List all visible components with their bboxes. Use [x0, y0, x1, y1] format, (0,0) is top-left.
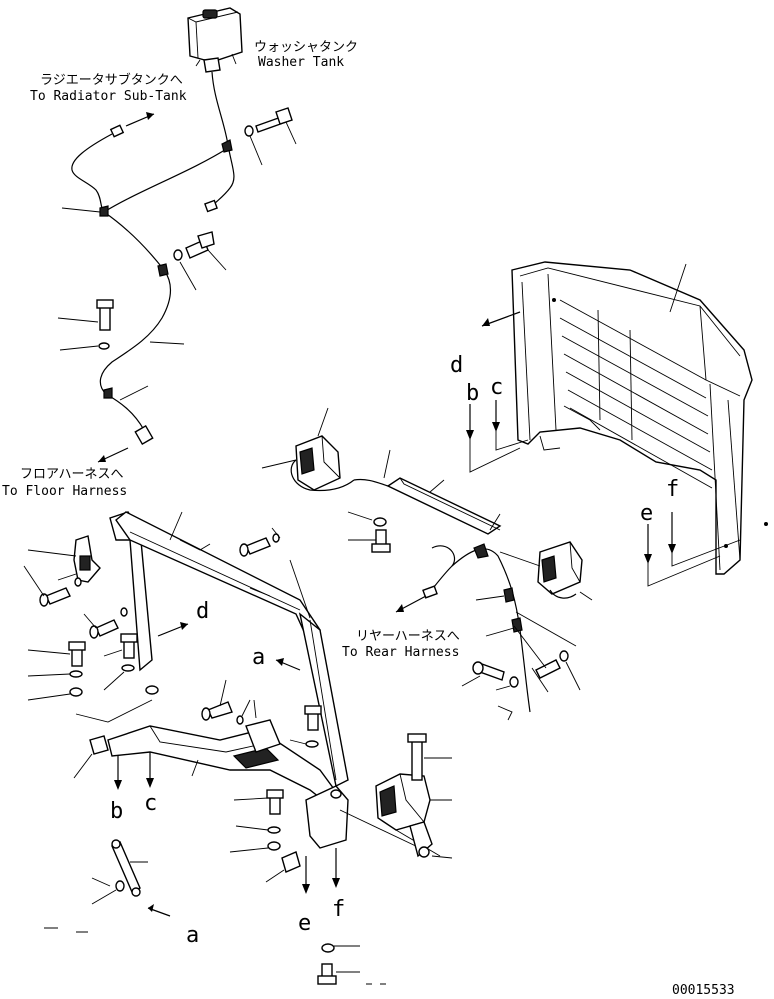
radiator-hose	[61, 124, 233, 446]
lamp-bar	[353, 449, 502, 535]
frame-arrow-f	[332, 848, 340, 888]
hose-bolt-3	[57, 299, 185, 351]
frame-bracket-left	[27, 535, 101, 583]
radiator-arrow	[125, 112, 155, 127]
radiator-label-en: To Radiator Sub-Tank	[30, 89, 187, 104]
frame-bolts-center	[201, 527, 322, 748]
drawing-code: 00015533	[672, 983, 735, 998]
work-lamp	[375, 733, 453, 859]
washer-bolt-1	[244, 107, 297, 166]
grille-arrow-e	[644, 524, 721, 587]
lamp-bolt	[347, 511, 391, 553]
frame-bolts-lower	[73, 735, 342, 883]
grille-arrow-b	[466, 404, 521, 473]
rear-lamp-left	[261, 407, 355, 492]
frame-arrow-e	[302, 856, 310, 894]
callout-e-grille: e	[640, 501, 653, 526]
floor-label-en: To Floor Harness	[2, 484, 127, 499]
bottom-rod	[44, 839, 171, 933]
floor-arrow	[97, 447, 129, 463]
grille-arrow-c	[492, 400, 529, 451]
radiator-label-jp: ラジエータサブタンクへ	[40, 72, 183, 88]
grille-arrow-f	[668, 512, 741, 567]
floor-label-jp: フロアハーネスへ	[20, 467, 123, 482]
callout-b-grille: b	[466, 381, 479, 406]
frame-arrow-b	[114, 756, 122, 790]
frame-arrow-a	[275, 658, 301, 671]
callout-c-frame: c	[144, 791, 157, 816]
callout-e-frame: e	[298, 911, 311, 936]
callout-f-frame: f	[332, 897, 345, 922]
frame-arrow-c	[146, 752, 154, 788]
main-frame	[107, 511, 441, 857]
rear-label-en: To Rear Harness	[342, 645, 459, 660]
callout-b-frame: b	[110, 799, 123, 824]
washer-tank	[187, 7, 243, 73]
callout-c-grille: c	[490, 375, 503, 400]
frame-bolts-left	[23, 565, 159, 723]
callout-f-grille: f	[666, 477, 679, 502]
callout-d-grille: d	[450, 353, 463, 378]
callout-a-rod: a	[186, 923, 199, 948]
washer-hose	[204, 71, 235, 213]
washer-tank-label-jp: ウォッシャタンク	[254, 40, 358, 55]
bottom-bolt	[317, 943, 386, 985]
frame-arrow-d	[157, 622, 189, 637]
washer-tank-label-en: Washer Tank	[258, 55, 344, 70]
grille-cover	[511, 261, 768, 575]
rear-harness	[422, 543, 531, 721]
rear-lamp-right	[499, 541, 593, 601]
callout-d-frame: d	[196, 599, 209, 624]
grille-arrow-d	[481, 311, 521, 327]
rear-arrow	[395, 595, 427, 613]
callout-a-frame: a	[252, 645, 265, 670]
rear-bolts	[461, 611, 581, 693]
rear-label-jp: リヤーハーネスへ	[356, 629, 460, 644]
hose-bolt-2	[173, 231, 227, 291]
